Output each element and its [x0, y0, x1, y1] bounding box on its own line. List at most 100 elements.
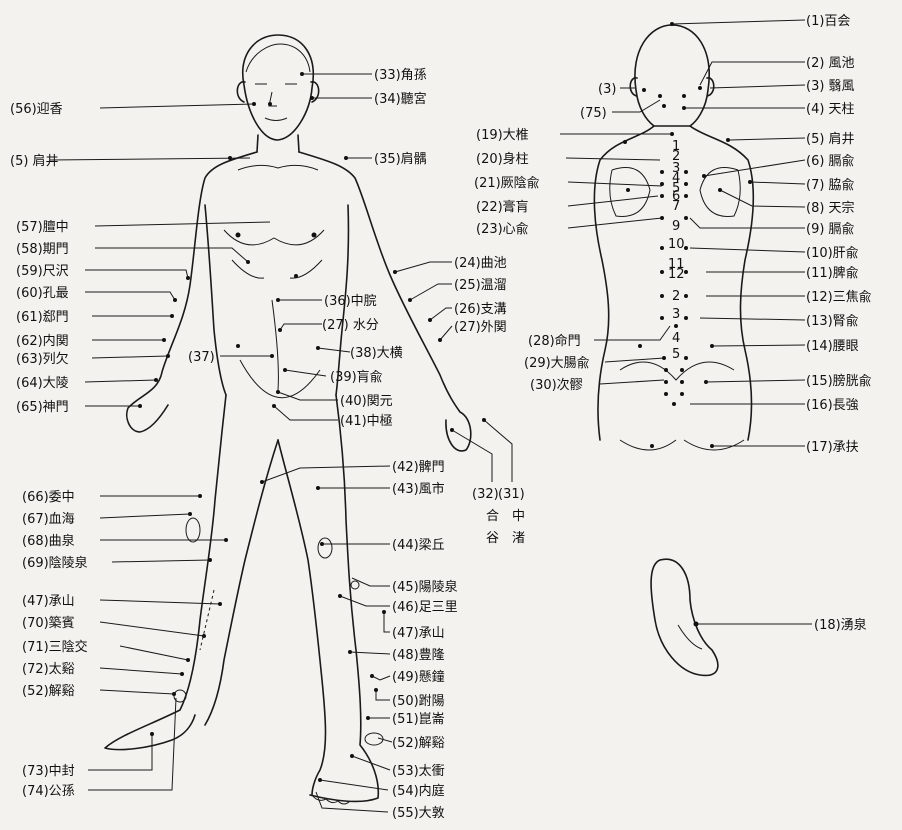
label-p27: (27)外関: [454, 320, 507, 335]
label-p62: (62)内関: [16, 333, 69, 349]
knee-left: [186, 518, 200, 542]
label-p31t1: 中: [512, 509, 525, 524]
label-p14: (14)腰眼: [806, 339, 859, 354]
label-p3l: (3): [598, 82, 616, 97]
front-ribs: [232, 260, 322, 278]
svg-text:9: 9: [672, 219, 680, 234]
label-p16: (16)長強: [806, 398, 859, 413]
front-groin: [240, 360, 320, 398]
knee-right: [318, 538, 332, 558]
label-p33: (33)角孫: [374, 68, 427, 83]
back-pelvis: [620, 362, 734, 380]
face-mouth: [265, 118, 287, 121]
label-p37: (37): [188, 350, 215, 365]
label-p57: (57)膻中: [16, 220, 69, 235]
label-p7: (7) 脇兪: [806, 178, 855, 193]
svg-text:2: 2: [672, 289, 680, 304]
label-p5b: (5) 肩井: [806, 131, 855, 147]
label-p56: (56)迎香: [10, 102, 63, 117]
back-buttocks: [620, 440, 744, 450]
labels-back: (1)百会 (2) 風池 (3) 翳風 (3) (4) 天柱 (75) (5) …: [474, 14, 872, 633]
label-p30: (30)次髎: [530, 377, 583, 393]
label-p43: (43)風市: [392, 481, 445, 497]
label-p44: (44)梁丘: [392, 538, 445, 553]
label-p2: (2) 風池: [806, 56, 855, 71]
foot-sole-outline: [651, 559, 718, 675]
label-p12: (12)三焦兪: [806, 290, 872, 305]
label-p6: (6) 膈兪: [806, 154, 855, 169]
front-chest: [224, 230, 324, 245]
label-p31: (31): [498, 487, 525, 502]
label-p17: (17)承扶: [806, 440, 859, 455]
label-p37w: (27) 水分: [322, 318, 379, 333]
labels-front: (33)角孫 (34)聽宮 (56)迎香 (5) 肩井 (35)肩髃 (57)膻…: [10, 68, 525, 821]
label-p60: (60)孔最: [16, 286, 69, 301]
front-navel-line: [272, 300, 278, 390]
label-p59: (59)尺沢: [16, 264, 69, 279]
label-p28: (28)命門: [528, 333, 581, 349]
label-p5f: (5) 肩井: [10, 153, 59, 169]
label-p53: (53)太衝: [392, 764, 445, 779]
label-p31t2: 渚: [512, 531, 525, 546]
label-p74: (74)公孫: [22, 784, 75, 799]
label-p51: (51)崑崙: [392, 712, 445, 727]
front-body-figure: [105, 35, 471, 804]
back-body-figure: 1 2 3 4 5 6 7 9 10 11 12 2 3 4 5: [594, 25, 753, 450]
svg-text:4: 4: [672, 331, 680, 346]
label-p32: (32): [472, 487, 499, 502]
label-p29: (29)大腸兪: [524, 356, 590, 371]
front-inner-right-leg: [278, 440, 326, 795]
foot-arch: [678, 625, 702, 649]
label-p24: (24)曲池: [454, 256, 507, 271]
label-p63: (63)列欠: [16, 351, 69, 367]
label-p66: (66)委中: [22, 490, 75, 505]
front-right-leg: [310, 395, 378, 801]
back-head-outline: [635, 25, 709, 126]
label-p65: (65)神門: [16, 400, 69, 415]
spine-numbers: 1 2 3 4 5 6 7 9 10 11 12 2 3 4 5: [668, 139, 685, 362]
label-p47l: (47)承山: [22, 594, 75, 609]
label-p52r: (52)解谿: [392, 736, 445, 751]
label-p64: (64)大陵: [16, 376, 69, 391]
label-p71: (71)三陰交: [22, 639, 88, 655]
label-p41: (41)中極: [340, 413, 393, 429]
label-p52l: (52)解谿: [22, 684, 75, 699]
label-p49: (49)懸鐘: [392, 669, 445, 685]
label-p46: (46)足三里: [392, 600, 458, 615]
label-p47r: (47)承山: [392, 626, 445, 641]
label-p73: (73)中封: [22, 764, 75, 779]
label-p35: (35)肩髃: [374, 151, 427, 167]
front-neck: [257, 135, 299, 152]
label-p1: (1)百会: [806, 14, 850, 29]
label-p32t2: 谷: [486, 531, 499, 546]
label-p70: (70)築賓: [22, 615, 75, 631]
label-p26: (26)支溝: [454, 302, 507, 317]
label-p32t1: 合: [486, 509, 499, 524]
front-clavicles: [238, 165, 318, 170]
label-p3r: (3) 翳風: [806, 79, 855, 94]
label-p19: (19)大椎: [476, 128, 529, 143]
foot-sole-figure: [651, 559, 718, 675]
label-p45: (45)陽陵泉: [392, 579, 458, 595]
label-p67: (67)血海: [22, 512, 75, 527]
front-left-leg: [105, 395, 226, 750]
label-p40: (40)関元: [340, 394, 393, 409]
label-p54: (54)内庭: [392, 783, 445, 799]
label-p34: (34)聽宮: [374, 91, 427, 107]
label-p61: (61)郄門: [16, 310, 69, 325]
label-p9: (9) 膈兪: [806, 222, 855, 237]
svg-text:7: 7: [672, 199, 680, 214]
label-p21: (21)厥陰兪: [474, 176, 540, 191]
label-p58: (58)期門: [16, 242, 69, 257]
label-p48: (48)豊隆: [392, 648, 445, 663]
front-head-outline: [243, 35, 313, 140]
label-p15: (15)膀胱兪: [806, 373, 872, 389]
label-p18: (18)湧泉: [814, 617, 867, 633]
label-p23: (23)心兪: [476, 222, 529, 237]
label-p39: (39)肓兪: [330, 369, 383, 385]
label-p36: (36)中脘: [324, 294, 377, 309]
label-p4: (4) 天柱: [806, 102, 855, 117]
back-torso-left: [594, 126, 654, 440]
label-p50: (50)跗陽: [392, 694, 445, 709]
